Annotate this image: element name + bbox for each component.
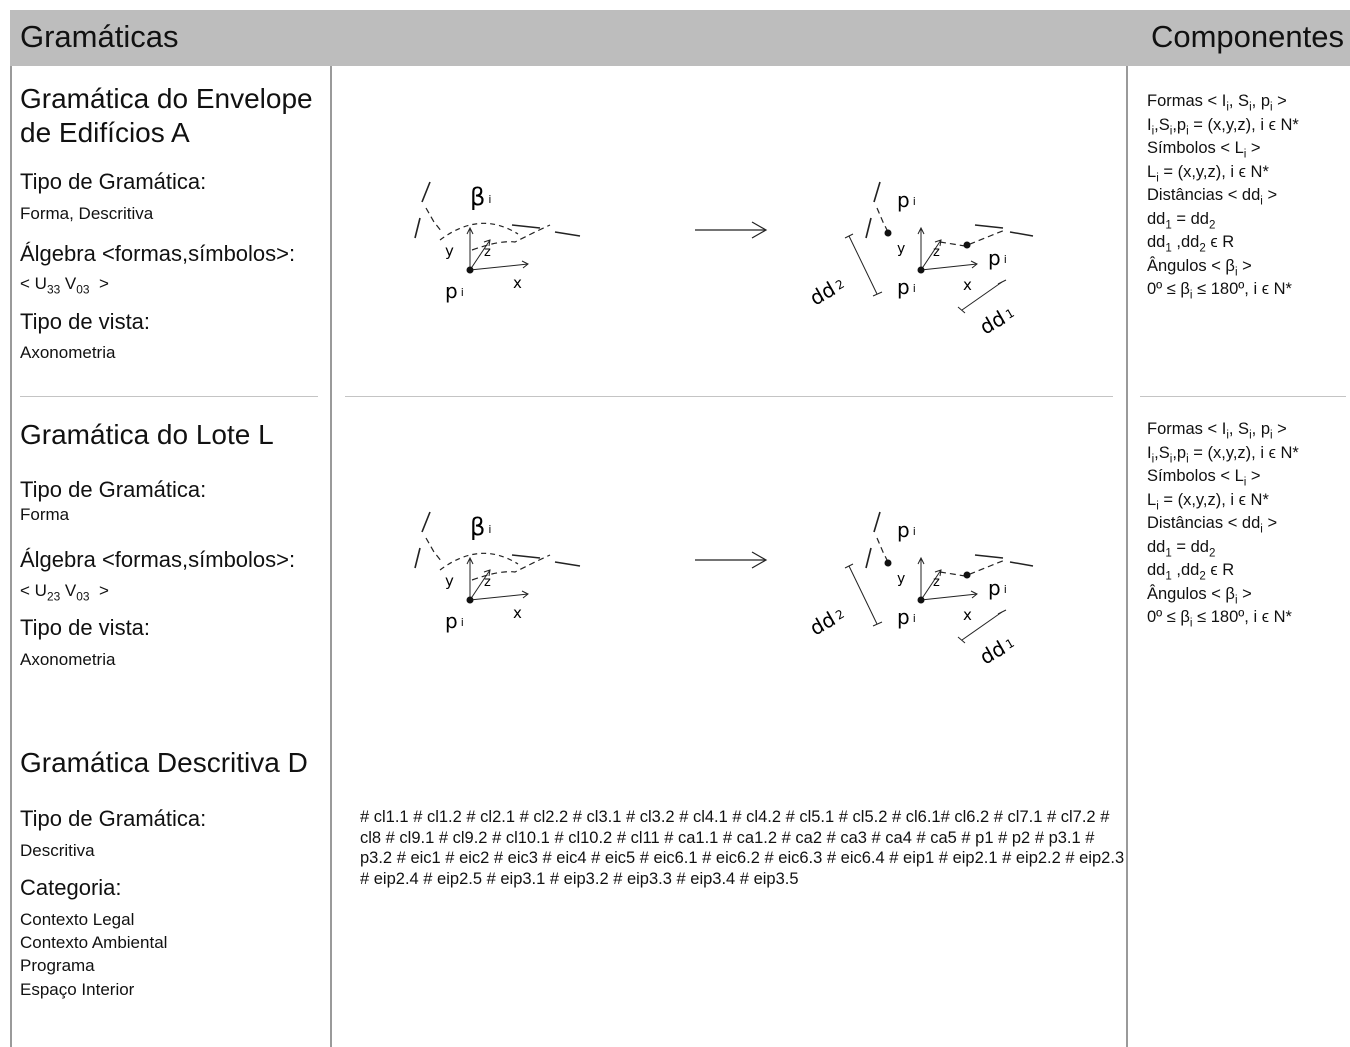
distance-dd1-label: dd1 [976, 301, 1019, 340]
axis-z-label: z [933, 245, 940, 260]
algebra-label: Álgebra <formas,símbolos>: [20, 547, 296, 572]
component-formas-definition: Ii,Si,pi = (x,y,z), i ϵ N* [1147, 115, 1299, 137]
grammar-type-value: Descritiva [20, 841, 95, 860]
view-type-value: Axonometria [20, 650, 116, 669]
component-angulos-definition: 0º ≤ βi ≤ 180º, i ϵ N* [1147, 280, 1292, 302]
column-divider-left [10, 66, 12, 1047]
axis-x-label: x [963, 606, 972, 624]
grammar-type-label: Tipo de Gramática: [20, 477, 207, 502]
axis-y-label: y [445, 572, 454, 590]
section-title: Gramática do Envelope [20, 83, 313, 114]
components-list: Formas < Ii, Si, pi > Ii,Si,pi = (x,y,z)… [1147, 90, 1299, 302]
components-list-lote: Formas < Ii, Si, pi >Ii,Si,pi = (x,y,z),… [1147, 418, 1299, 630]
header-title-componentes: Componentes [1150, 19, 1344, 54]
axis-z-label: z [484, 245, 491, 260]
header-bar: Gramáticas Componentes [10, 10, 1350, 66]
rule-arrow-icon [695, 551, 768, 569]
category-item: Contexto Ambiental [20, 933, 168, 952]
component-simbolos: Símbolos < Li > [1147, 139, 1261, 161]
category-item: Contexto Legal [20, 910, 135, 929]
axis-z-label: z [484, 575, 491, 590]
column-divider-1 [330, 66, 332, 1047]
axis-y-label: y [445, 242, 454, 260]
component-dd-equality: dd1 = dd2 [1147, 209, 1216, 231]
view-type-value: Axonometria [20, 343, 116, 362]
grammar-type-label: Tipo de Gramática: [20, 169, 207, 194]
component-simbolos: Símbolos < Li > [1147, 467, 1261, 489]
grammar-type-value: Forma, Descritiva [20, 204, 154, 223]
axis-x-label: x [513, 604, 522, 622]
component-distancias: Distâncias < ddi > [1147, 514, 1278, 536]
rule-codes-text: # cl1.1 # cl1.2 # cl2.1 # cl2.2 # cl3.1 … [360, 808, 1125, 888]
algebra-value: < U23 V03 > [20, 581, 109, 604]
component-simbolos-definition: Li = (x,y,z), i ϵ N* [1147, 490, 1269, 512]
component-angulos: Ângulos < βi > [1147, 256, 1252, 278]
row-separator-middle [345, 396, 1113, 397]
category-item: Espaço Interior [20, 980, 135, 999]
section-title-line2: de Edifícios A [20, 117, 190, 148]
component-angulos: Ângulos < βi > [1147, 584, 1252, 606]
component-simbolos-definition: Li = (x,y,z), i ϵ N* [1147, 162, 1269, 184]
distance-dd2-label: dd2 [806, 272, 849, 311]
axis-x-label: x [963, 276, 972, 294]
row-separator-right [1140, 396, 1346, 397]
category-item: Programa [20, 956, 95, 975]
header-title-gramaticas: Gramáticas [20, 19, 179, 54]
section-title: Gramática Descritiva D [20, 747, 308, 778]
component-formas: Formas < Ii, Si, pi > [1147, 420, 1287, 442]
axis-x-label: x [513, 274, 522, 292]
row-separator-left [20, 396, 318, 397]
algebra-value: < U33 V03 > [20, 274, 109, 297]
distance-dd2-label: dd2 [806, 602, 849, 641]
view-type-label: Tipo de vista: [20, 615, 151, 640]
category-label: Categoria: [20, 875, 122, 900]
axis-y-label: y [897, 571, 905, 587]
component-formas-definition: Ii,Si,pi = (x,y,z), i ϵ N* [1147, 443, 1299, 465]
distance-dd1-label: dd1 [976, 631, 1019, 670]
component-formas: Formas < Ii, Si, pi > [1147, 92, 1287, 114]
rule-arrow-icon [695, 221, 768, 239]
component-dd-equality: dd1 = dd2 [1147, 537, 1216, 559]
column-divider-2 [1126, 66, 1128, 1047]
grammar-type-value: Forma [20, 505, 70, 524]
algebra-label: Álgebra <formas,símbolos>: [20, 241, 296, 266]
view-type-label: Tipo de vista: [20, 309, 151, 334]
component-dd-membership: dd1 ,dd2 ϵ R [1147, 233, 1235, 255]
component-angulos-definition: 0º ≤ βi ≤ 180º, i ϵ N* [1147, 608, 1292, 630]
component-distancias: Distâncias < ddi > [1147, 186, 1278, 208]
grammar-type-label: Tipo de Gramática: [20, 806, 207, 831]
axis-z-label: z [933, 575, 940, 590]
axis-y-label: y [897, 241, 905, 257]
section-title: Gramática do Lote L [20, 419, 274, 450]
component-dd-membership: dd1 ,dd2 ϵ R [1147, 561, 1235, 583]
